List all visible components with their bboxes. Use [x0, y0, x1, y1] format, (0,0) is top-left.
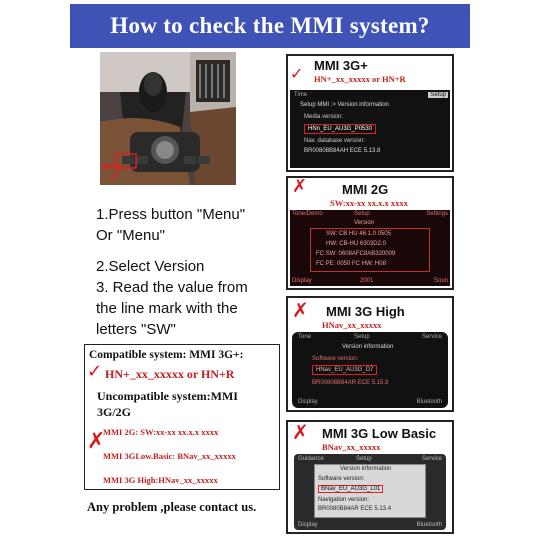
panel-mmi-3g-high: ✗ MMI 3G High HNav_xx_xxxxx Tone Setup S…: [286, 296, 454, 412]
x-mark-icon: ✗: [292, 176, 308, 197]
menu-button-label: MENU: [102, 164, 123, 171]
car-console-illustration: [100, 52, 236, 185]
screen-tab: Time: [294, 92, 308, 98]
instruction-line: letters "SW": [96, 321, 176, 338]
page-title: How to check the MMI system?: [110, 13, 430, 38]
panel-title: MMI 2G: [342, 182, 389, 197]
screen-tab: Settings: [426, 211, 448, 217]
screen-value-highlight: HNav_EU_AU3G_D7: [312, 365, 378, 375]
panel-mmi-3g-plus: MMI 3G+ ✓ HN+_xx_xxxxx or HN+R Time Setu…: [286, 54, 454, 172]
screen-bottom: 2001: [360, 278, 374, 284]
uncompatible-heading-1: Uncompatible system:MMI: [97, 389, 238, 403]
uncompatible-item: MMI 3GLow.Basic: BNav_xx_xxxxx: [103, 451, 236, 461]
compatibility-box: Compatible system: MMI 3G+: ✓ HN+_xx_xxx…: [84, 344, 280, 490]
panel-mmi-2g: ✗ MMI 2G SW:xx-xx xx.x.x xxxx Tone/Demo …: [286, 176, 454, 290]
x-mark-icon: ✗: [87, 429, 106, 454]
screen-line: FC PE: 0050 FC HW: H08: [316, 261, 386, 267]
panel-subtitle: BNav_xx_xxxxx: [322, 442, 381, 452]
screen-tab: Tone: [298, 334, 312, 340]
instruction-line: 3. Read the value from: [96, 279, 248, 296]
panel-title: MMI 3G Low Basic: [322, 426, 437, 441]
screen-value: BR0080B84AR ECE 5.13.4: [318, 506, 392, 512]
screen-bottom: Bluetooth: [416, 399, 442, 405]
page-title-banner: How to check the MMI system?: [70, 4, 470, 48]
mmi-screen: Tone/Demo Setup Settings Version SW: CB …: [290, 210, 450, 286]
uncompatible-item: MMI 3G High:HNav_xx_xxxxx: [103, 475, 218, 485]
compatible-version: HN+_xx_xxxxx or HN+R: [105, 367, 235, 381]
screen-line: FC SW: 0608AFC8AB320009: [316, 251, 396, 257]
x-mark-icon: ✗: [292, 420, 309, 444]
screen-header: Version information: [342, 344, 394, 350]
panel-title: MMI 3G+: [314, 58, 368, 73]
x-mark-icon: ✗: [292, 298, 309, 322]
screen-path: Setup MMI :> Version information: [300, 102, 389, 108]
uncompatible-item: MMI 2G: SW:xx-xx xx.x.x xxxx: [103, 427, 219, 437]
screen-bottom: Display: [292, 278, 312, 284]
panel-subtitle: HN+_xx_xxxxx or HN+R: [314, 74, 406, 84]
screen-label: Media version:: [304, 114, 344, 120]
screen-header: Version information: [340, 466, 392, 472]
screen-label: Software version:: [312, 356, 359, 362]
screen-header: Version: [354, 220, 375, 226]
instruction-line: [96, 246, 282, 256]
mmi-screen: Time Setup Setup MMI :> Version informat…: [290, 90, 450, 168]
uncompatible-heading-2: 3G/2G: [97, 405, 132, 419]
instruction-line: the line mark with the: [96, 300, 238, 317]
screen-value: BR00808B84AH ECE 5.13.8: [304, 148, 381, 154]
check-icon: ✓: [87, 361, 103, 382]
screen-tab: Service: [421, 456, 442, 462]
version-panel: [314, 464, 426, 518]
screen-value: BR00808B84AR ECE 5.15.9: [312, 380, 389, 386]
car-console-photo: MENU: [100, 52, 236, 185]
screen-tab: Setup: [354, 211, 370, 217]
screen-tab: Setup: [354, 334, 370, 340]
panel-title: MMI 3G High: [326, 304, 405, 319]
screen-bottom: Soun: [433, 278, 448, 284]
screen-line: HW: CB-HU 6303D2.0: [326, 241, 386, 247]
screen-tab: Tone/Demo: [292, 211, 323, 217]
panel-subtitle: HNav_xx_xxxxx: [322, 320, 382, 330]
panel-subtitle: SW:xx-xx xx.x.x xxxx: [330, 198, 408, 208]
screen-label: Software version:: [318, 476, 365, 482]
compatible-heading: Compatible system: MMI 3G+:: [89, 349, 244, 361]
mmi-screen: Tone Setup Service Version information S…: [292, 332, 448, 408]
screen-tab: Service: [421, 334, 442, 340]
screen-value-highlight: HNn_EU_AU3G_P0530: [304, 124, 377, 134]
instruction-line: Or "Menu": [96, 227, 166, 244]
screen-bottom: Display: [298, 522, 318, 528]
screen-label: Navigation version:: [318, 497, 370, 503]
mmi-screen: Guidance Setup Service Version informati…: [294, 454, 446, 530]
check-icon: ✓: [290, 64, 304, 83]
screen-bottom: Bluetooth: [416, 522, 442, 528]
footer-contact: Any problem ,please contact us.: [87, 500, 257, 514]
instruction-line: 2.Select Version: [96, 258, 205, 275]
instruction-line: 1.Press button "Menu": [96, 206, 246, 223]
screen-tab: Setup: [428, 92, 448, 98]
screen-line: SW: CB HU 46.1.0 0505: [326, 231, 391, 237]
screen-bottom: Display: [298, 399, 318, 405]
screen-tab: Setup: [356, 456, 372, 462]
screen-tab: Guidance: [298, 456, 324, 462]
screen-label: Nav. database version:: [304, 138, 365, 144]
version-box: [310, 228, 430, 272]
panel-mmi-3g-low-basic: ✗ MMI 3G Low Basic BNav_xx_xxxxx Guidanc…: [286, 420, 454, 534]
screen-value-highlight: BNav_EU_AU3G_L01: [318, 485, 384, 493]
instructions: 1.Press button "Menu" Or "Menu" 2.Select…: [96, 204, 282, 340]
